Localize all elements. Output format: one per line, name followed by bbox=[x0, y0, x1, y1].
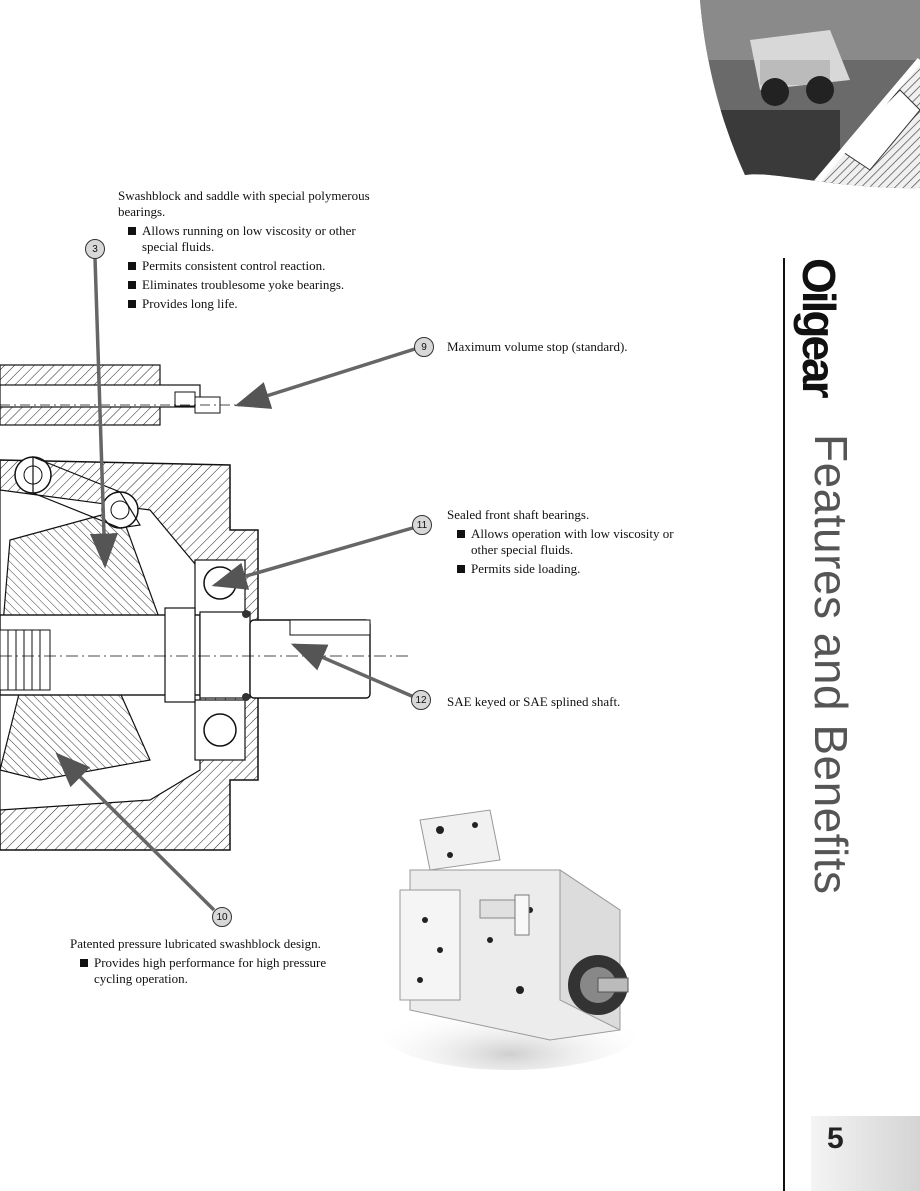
section-title: Features and Benefits bbox=[805, 434, 858, 895]
callout-number-9: 9 bbox=[414, 337, 434, 357]
callout-11-bullet-1: Allows operation with low viscosity or o… bbox=[447, 526, 687, 558]
callout-3-heading-line1: Swashblock and saddle with special polym… bbox=[118, 188, 370, 203]
callout-12-text: SAE keyed or SAE splined shaft. bbox=[447, 694, 621, 709]
corner-photo-collage bbox=[700, 0, 920, 189]
callout-10-heading: Patented pressure lubricated swashblock … bbox=[70, 936, 321, 951]
callout-3-bullets: Allows running on low viscosity or other… bbox=[118, 223, 368, 312]
callout-number-10: 10 bbox=[212, 907, 232, 927]
callout-11-bullet-2: Permits side loading. bbox=[447, 561, 687, 577]
callout-10-bullets: Provides high performance for high press… bbox=[70, 955, 335, 987]
callout-11-text: Sealed front shaft bearings. Allows oper… bbox=[447, 507, 697, 577]
callout-number-11: 11 bbox=[412, 515, 432, 535]
callout-3-bullet-2: Permits consistent control reaction. bbox=[118, 258, 368, 274]
callout-number-3: 3 bbox=[85, 239, 105, 259]
callout-11-heading: Sealed front shaft bearings. bbox=[447, 507, 590, 522]
callout-11-bullets: Allows operation with low viscosity or o… bbox=[447, 526, 687, 577]
callout-3-bullet-4: Provides long life. bbox=[118, 296, 368, 312]
callout-9-text: Maximum volume stop (standard). bbox=[447, 339, 628, 354]
page-number: 5 bbox=[827, 1122, 844, 1155]
callout-3-bullet-1: Allows running on low viscosity or other… bbox=[118, 223, 368, 255]
callout-3-text: Swashblock and saddle with special polym… bbox=[118, 188, 388, 312]
callout-3-bullet-3: Eliminates troublesome yoke bearings. bbox=[118, 277, 368, 293]
page-number-tab: 5 bbox=[811, 1116, 920, 1191]
callout-10-text: Patented pressure lubricated swashblock … bbox=[70, 936, 350, 987]
callout-arrows bbox=[55, 257, 419, 912]
sidebar-divider bbox=[783, 258, 785, 1191]
section-title-text: Features and Benefits bbox=[805, 434, 857, 895]
callout-number-12: 12 bbox=[411, 690, 431, 710]
callout-10-bullet-1: Provides high performance for high press… bbox=[70, 955, 335, 987]
pump-product-photo bbox=[380, 809, 640, 1070]
brand-logo: Oilgear bbox=[793, 258, 846, 418]
pump-cutaway-drawing bbox=[0, 364, 410, 851]
brand-logo-text: Oilgear bbox=[793, 258, 845, 396]
callout-3-heading-line2: bearings. bbox=[118, 204, 166, 219]
